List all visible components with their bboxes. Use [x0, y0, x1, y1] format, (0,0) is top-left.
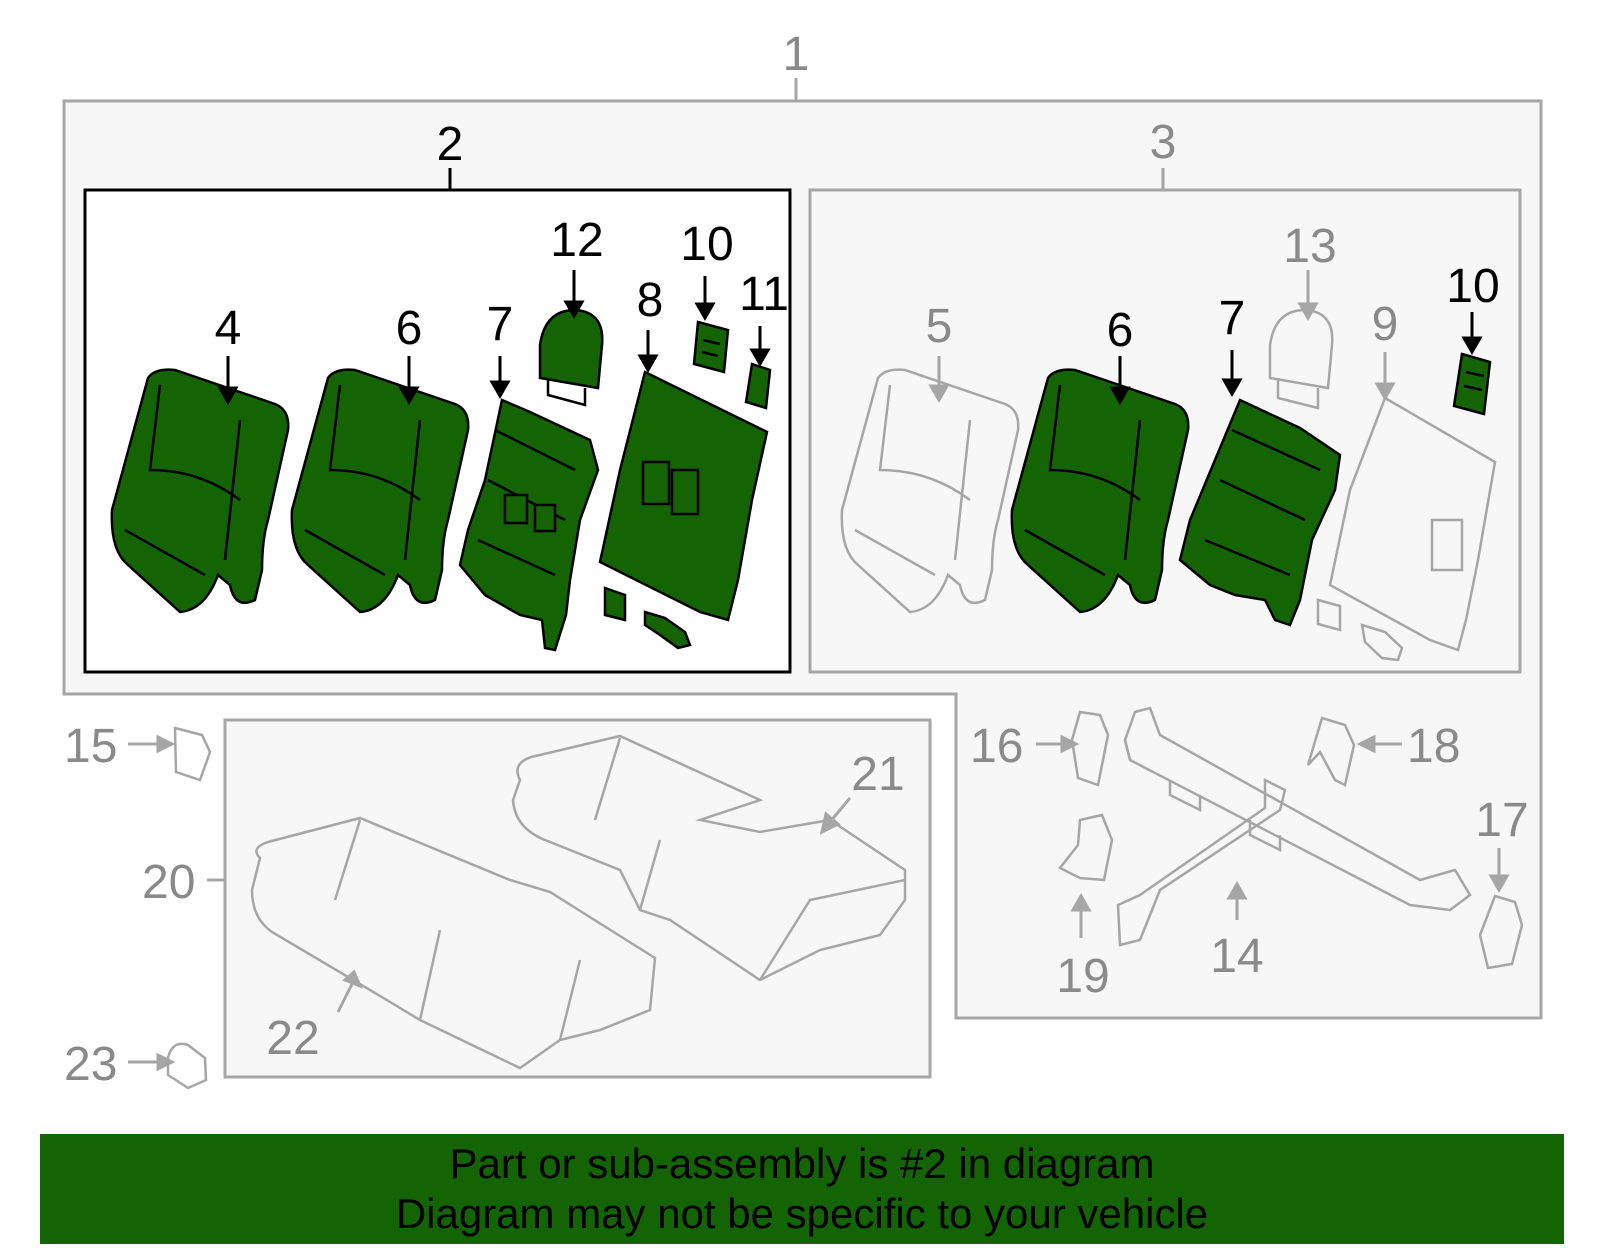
cushion-leaders [128, 734, 852, 1072]
callout-8: 8 [637, 274, 664, 327]
callout-7-asm3: 7 [1219, 292, 1246, 345]
part-21-cushion-cover [511, 734, 907, 982]
part-10-clip [692, 320, 730, 374]
callout-23: 23 [64, 1038, 117, 1091]
cushion-box [223, 718, 932, 1079]
callout-16: 16 [970, 720, 1023, 773]
part-7-seatback-frame-asm3 [1178, 398, 1342, 627]
callout-22: 22 [266, 1012, 319, 1065]
callout-7: 7 [487, 298, 514, 351]
callout-15: 15 [64, 720, 117, 773]
callout-13: 13 [1283, 220, 1336, 273]
callout-5: 5 [926, 300, 953, 353]
callout-6: 6 [396, 302, 423, 355]
part-14-seat-track [1116, 706, 1472, 947]
callout-18: 18 [1407, 720, 1460, 773]
part-23-clip [166, 1042, 208, 1090]
callout-19: 19 [1056, 950, 1109, 1003]
part-8-fasteners [603, 586, 692, 650]
part-4-seatback-cover [110, 368, 290, 614]
banner-line-1: Part or sub-assembly is #2 in diagram [449, 1140, 1155, 1187]
part-8-back-board [598, 370, 769, 622]
info-banner: Part or sub-assembly is #2 in diagram Di… [40, 1134, 1564, 1244]
part-19-bracket [1058, 813, 1114, 882]
callout-6-asm3: 6 [1107, 304, 1134, 357]
part-5-seatback-cover [840, 368, 1020, 614]
callout-11: 11 [739, 268, 789, 321]
callout-9: 9 [1372, 298, 1399, 351]
part-16-bracket [1070, 710, 1110, 787]
assembly-3-leaders-dark [1109, 312, 1483, 406]
callout-20: 20 [142, 856, 195, 909]
callout-3: 3 [1150, 116, 1177, 169]
callout-12: 12 [550, 214, 603, 267]
part-6-seatback-cover-asm3 [1010, 368, 1190, 614]
callout-1: 1 [783, 28, 810, 81]
callout-17: 17 [1475, 794, 1528, 847]
part-15-clip [173, 726, 212, 782]
assembly-2-leaders [217, 270, 771, 406]
callout-4: 4 [215, 302, 242, 355]
track-leaders [1036, 734, 1510, 938]
callout-10: 10 [680, 218, 733, 271]
part-7-seatback-frame [458, 398, 600, 652]
callout-14: 14 [1210, 930, 1263, 983]
part-10-clip-asm3 [1452, 352, 1492, 416]
callout-10-asm3: 10 [1446, 260, 1499, 313]
part-22-cushion-cover [250, 816, 657, 1070]
callout-2: 2 [437, 118, 464, 171]
part-6-seatback-cover [290, 368, 470, 614]
callout-21: 21 [851, 748, 904, 801]
part-11-clip [744, 362, 772, 410]
banner-line-2: Diagram may not be specific to your vehi… [395, 1190, 1209, 1237]
part-9-back-board [1328, 396, 1497, 652]
part-18-bracket [1306, 716, 1356, 787]
part-9-fasteners [1316, 598, 1404, 662]
assembly-3-leaders-gray [928, 270, 1396, 404]
part-17-bracket [1478, 894, 1524, 970]
